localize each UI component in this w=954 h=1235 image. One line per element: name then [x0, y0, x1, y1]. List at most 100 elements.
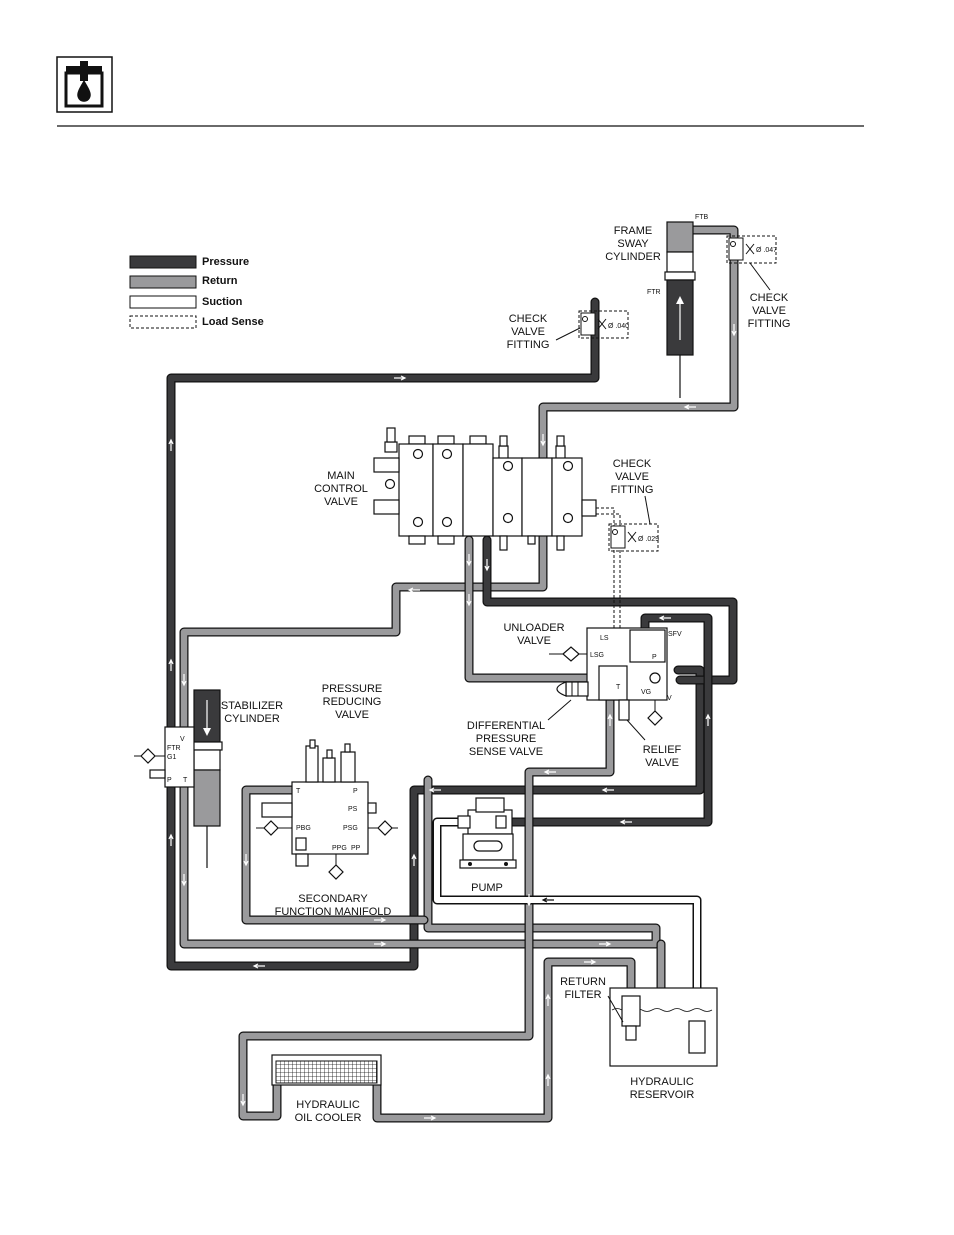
- check-valve-top-left-label-2: VALVE: [511, 326, 545, 338]
- pressure-reducing-valve-label-1: PRESSURE: [322, 683, 383, 695]
- check-valve-fitting-mid: Ø .029: [608, 495, 659, 552]
- flow-arrow-32: [694, 911, 700, 924]
- check-valve-fitting-top-right: Ø .047: [726, 235, 777, 291]
- legend: Pressure Return Suction Load Sense: [129, 255, 264, 329]
- flow-arrow-23: [374, 917, 387, 923]
- flow-arrow-9: [181, 674, 187, 687]
- port-stab-v-label: V: [180, 736, 185, 743]
- unloader-valve-label-1: UNLOADER: [503, 622, 564, 634]
- port-stab-p-label: P: [167, 777, 172, 784]
- differential-pressure-sense-valve-label-3: SENSE VALVE: [469, 746, 543, 758]
- flow-arrow-24: [607, 713, 613, 726]
- port-man-t-label: T: [296, 788, 301, 795]
- line-mcv-pressure-loop: [483, 536, 737, 684]
- line-sway-return-outline: [538, 225, 739, 475]
- line-tank-to-cooler: [239, 676, 614, 1120]
- port-vg-label: VG: [641, 689, 651, 696]
- stabilizer-valve-block: V FTR G1 P T: [134, 726, 195, 788]
- legend-return-swatch: [129, 275, 197, 289]
- flow-arrow-28: [424, 1115, 437, 1121]
- secondary-function-manifold: T P PS PBG PSG PB PPG PP: [256, 739, 398, 880]
- main-control-valve: [373, 427, 597, 551]
- legend-suction-swatch: [129, 295, 197, 309]
- port-lsg-label: LSG: [590, 652, 604, 659]
- check-valve-top-left-label-3: FITTING: [507, 339, 550, 351]
- flow-arrow-31: [584, 959, 597, 965]
- line-cooler-to-filter: [373, 958, 635, 1122]
- flow-arrow-6: [731, 324, 737, 337]
- port-stab-g1-label: G1: [167, 754, 176, 761]
- flow-arrow-0: [394, 375, 407, 381]
- frame-sway-cylinder: FTB FTR: [647, 214, 709, 398]
- return-filter-label-2: FILTER: [564, 989, 601, 1001]
- port-ftr-label: FTR: [647, 289, 661, 296]
- flow-arrow-34: [541, 897, 554, 903]
- secondary-function-manifold-label-2: FUNCTION MANIFOLD: [275, 906, 392, 918]
- hydraulic-lines: [166, 225, 739, 1123]
- port-ftb-label: FTB: [695, 214, 709, 221]
- check-valve-fitting-top-left: Ø .040: [555, 310, 629, 341]
- stabilizer-cylinder-label-1: STABILIZER: [221, 700, 283, 712]
- legend-pressure-label: Pressure: [202, 256, 249, 268]
- line-mcv-return-to-stabilizer: [180, 511, 660, 948]
- flow-arrow-27: [240, 1094, 246, 1107]
- flow-arrow-25: [543, 769, 556, 775]
- flow-arrow-33: [434, 843, 440, 856]
- flow-arrow-22: [243, 854, 249, 867]
- check-valve-top-right-label-2: VALVE: [752, 305, 786, 317]
- flow-arrow-14: [466, 554, 472, 567]
- flow-arrow-29: [545, 1073, 551, 1086]
- orifice-top-right-label: Ø .047: [756, 247, 777, 254]
- port-p-unloader-label: P: [652, 654, 657, 661]
- relief-valve-label-2: VALVE: [645, 757, 679, 769]
- frame-sway-cylinder-label-3: CYLINDER: [605, 251, 661, 263]
- relief-valve-label-1: RELIEF: [643, 744, 682, 756]
- hydraulic-reservoir-label-1: HYDRAULIC: [630, 1076, 694, 1088]
- line-mcv-return-to-stabilizer-outline: [179, 510, 661, 949]
- legend-suction-label: Suction: [202, 296, 243, 308]
- flow-arrow-13: [466, 594, 472, 607]
- flow-arrow-16: [601, 787, 614, 793]
- line-suction: [434, 819, 700, 1043]
- pump-label: PUMP: [471, 882, 503, 894]
- orifice-mid-label: Ø .029: [638, 536, 659, 543]
- flow-arrow-4: [252, 963, 265, 969]
- line-load-sense: [596, 507, 615, 640]
- stabilizer-cylinder: [191, 689, 223, 868]
- flow-arrow-12: [599, 941, 612, 947]
- legend-load-sense-label: Load Sense: [202, 316, 264, 328]
- flow-arrow-11: [374, 941, 387, 947]
- legend-load-sense-swatch: [129, 315, 197, 329]
- flow-arrow-20: [705, 713, 711, 726]
- secondary-function-manifold-label-1: SECONDARY: [298, 893, 368, 905]
- differential-pressure-sense-valve-label-2: PRESSURE: [476, 733, 537, 745]
- flow-arrow-30: [545, 993, 551, 1006]
- flow-arrow-21: [619, 819, 632, 825]
- port-man-ps-label: PS: [348, 806, 358, 813]
- line-mcv-return-to-unloader: [465, 536, 601, 682]
- check-valve-top-right-label-3: FITTING: [748, 318, 791, 330]
- flow-arrow-7: [540, 434, 546, 447]
- pressure-reducing-valve-label-2: REDUCING: [323, 696, 382, 708]
- check-valve-top-right-label-1: CHECK: [750, 292, 789, 304]
- check-valve-mid-label-3: FITTING: [611, 484, 654, 496]
- pressure-reducing-valve-label-3: VALVE: [335, 709, 369, 721]
- frame-sway-cylinder-label-1: FRAME: [614, 225, 653, 237]
- check-valve-mid-label-1: CHECK: [613, 458, 652, 470]
- stabilizer-cylinder-label-2: CYLINDER: [224, 713, 280, 725]
- hydraulic-oil-cooler-label-1: HYDRAULIC: [296, 1099, 360, 1111]
- port-man-p-label: P: [353, 788, 358, 795]
- port-v-unloader-label: V: [667, 695, 672, 702]
- port-man-pbg-label: PBG: [296, 825, 311, 832]
- line-stabilizer-pressure: [167, 298, 704, 970]
- hydraulic-oil-cooler-label-2: OIL COOLER: [295, 1112, 362, 1124]
- frame-sway-cylinder-label-2: SWAY: [617, 238, 649, 250]
- check-valve-mid-label-2: VALVE: [615, 471, 649, 483]
- port-man-psg-label: PSG: [343, 825, 358, 832]
- port-stab-t-label: T: [183, 777, 188, 784]
- pump: [457, 797, 517, 869]
- flow-arrow-26: [526, 894, 532, 907]
- check-valve-top-left-label-1: CHECK: [509, 313, 548, 325]
- line-load-sense-2: [596, 513, 621, 640]
- flow-arrow-19: [658, 615, 671, 621]
